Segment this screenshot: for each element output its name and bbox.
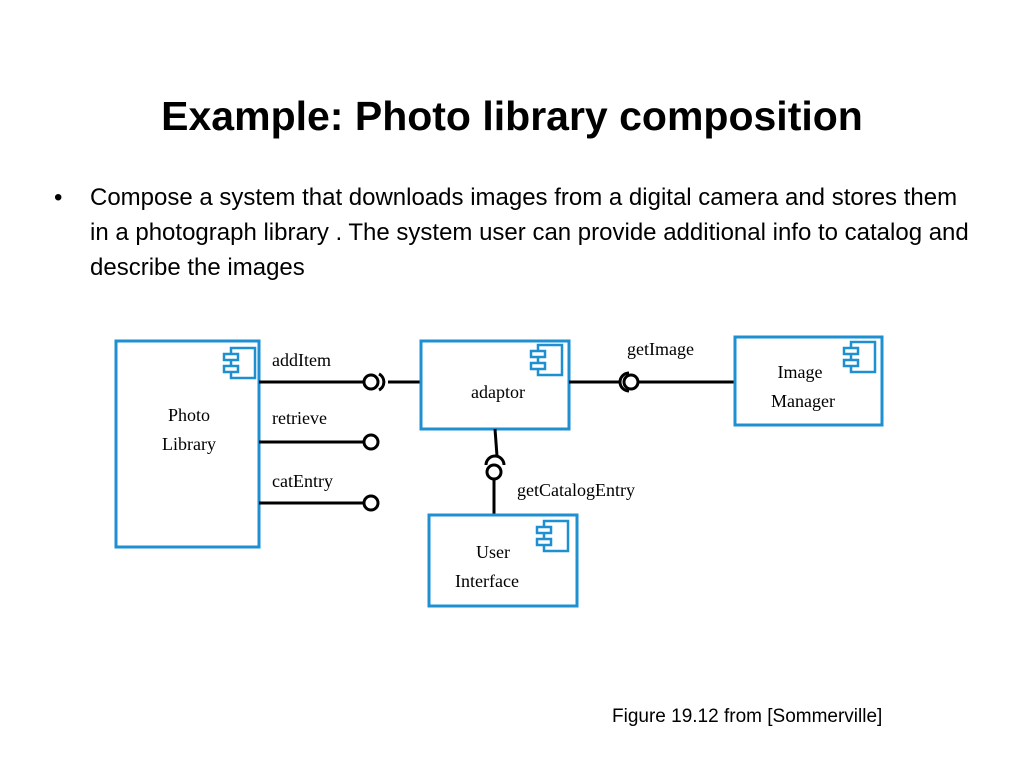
- add-item-lollipop: [362, 373, 380, 391]
- get-catalog-entry-label: getCatalogEntry: [517, 480, 635, 500]
- retrieve-label: retrieve: [272, 408, 327, 428]
- user-interface-component: User Interface: [427, 513, 579, 608]
- get-image-socket: [618, 371, 630, 393]
- component-icon: [222, 346, 257, 380]
- retrieve-lollipop: [362, 433, 380, 451]
- cat-entry-interface: catEntry: [259, 471, 380, 512]
- photo-library-label-line1: Photo: [168, 405, 210, 425]
- get-image-interface: getImage: [569, 339, 735, 393]
- cat-entry-label: catEntry: [272, 471, 333, 491]
- image-manager-label-line2: Manager: [771, 391, 835, 411]
- bullet-list: • Compose a system that downloads images…: [52, 180, 982, 285]
- slide-title: Example: Photo library composition: [161, 93, 863, 140]
- retrieve-interface: retrieve: [259, 408, 380, 451]
- adaptor-add-item-socket: [378, 372, 420, 392]
- image-manager-component: Image Manager: [733, 335, 884, 427]
- add-item-socket: [378, 372, 386, 392]
- component-icon: [842, 340, 877, 374]
- adaptor-label: adaptor: [471, 382, 525, 402]
- bullet-item: • Compose a system that downloads images…: [52, 180, 982, 285]
- adaptor-component: adaptor: [419, 339, 571, 431]
- get-image-lollipop: [622, 373, 640, 391]
- user-interface-label-line2: Interface: [455, 571, 519, 591]
- photo-library-component: Photo Library: [114, 339, 261, 549]
- cat-entry-lollipop: [362, 494, 380, 512]
- get-image-label: getImage: [627, 339, 694, 359]
- user-interface-label-line1: User: [476, 542, 510, 562]
- bullet-icon: •: [54, 184, 63, 211]
- get-catalog-entry-lollipop: [485, 463, 503, 481]
- get-catalog-entry-interface: getCatalogEntry: [484, 428, 635, 515]
- photo-library-label-line2: Library: [162, 434, 216, 454]
- component-icon: [535, 519, 570, 553]
- add-item-label: addItem: [272, 350, 331, 370]
- get-catalog-entry-socket: [484, 454, 506, 466]
- component-icon: [529, 343, 564, 377]
- add-item-interface: addItem: [259, 350, 380, 391]
- figure-caption: Figure 19.12 from [Sommerville]: [612, 706, 883, 727]
- get-catalog-entry-adaptor-connector: [493, 428, 499, 457]
- image-manager-label-line1: Image: [778, 362, 823, 382]
- bullet-text: Compose a system that downloads images f…: [90, 184, 969, 281]
